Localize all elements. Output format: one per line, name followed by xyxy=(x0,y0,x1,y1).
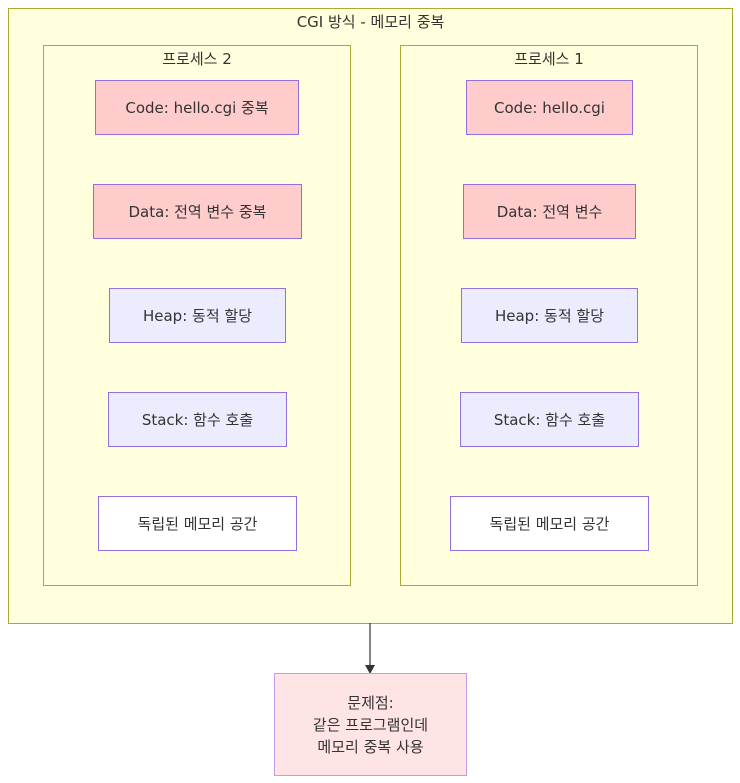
cluster-title: CGI 방식 - 메모리 중복 xyxy=(296,13,445,31)
p2-code-node: Code: hello.cgi 중복 xyxy=(95,80,299,135)
p1-data-node: Data: 전역 변수 xyxy=(463,184,636,239)
p2-data-node: Data: 전역 변수 중복 xyxy=(93,184,302,239)
arrow-edge xyxy=(365,623,375,674)
process-2-title: 프로세스 2 xyxy=(162,50,232,68)
problem-node: 문제점: 같은 프로그램인데 메모리 중복 사용 xyxy=(274,673,467,776)
p2-stack-node: Stack: 함수 호출 xyxy=(108,392,287,447)
problem-line: 같은 프로그램인데 xyxy=(312,715,429,734)
p1-stack-node: Stack: 함수 호출 xyxy=(460,392,639,447)
p1-memory-node: 독립된 메모리 공간 xyxy=(450,496,649,551)
p1-heap-node: Heap: 동적 할당 xyxy=(461,288,638,343)
process-1-title: 프로세스 1 xyxy=(514,50,584,68)
p2-heap-node: Heap: 동적 할당 xyxy=(109,288,286,343)
problem-line: 문제점: xyxy=(347,693,394,712)
problem-line: 메모리 중복 사용 xyxy=(317,737,424,756)
p2-memory-node: 독립된 메모리 공간 xyxy=(98,496,297,551)
p1-code-node: Code: hello.cgi xyxy=(466,80,633,135)
process-2-cluster: 프로세스 2 xyxy=(43,45,351,586)
